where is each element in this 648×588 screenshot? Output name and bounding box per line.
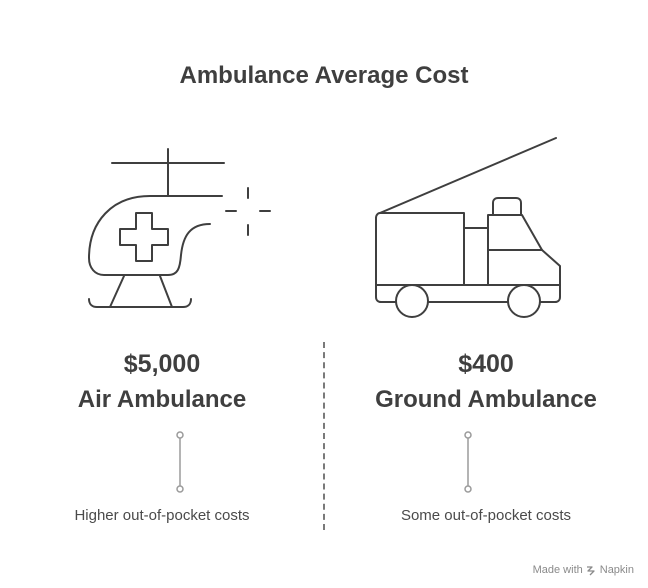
air-ambulance-column: $5,000 Air Ambulance Higher out-of-pocke… (74, 148, 271, 524)
ground-connector (464, 431, 472, 493)
helicopter-icon (88, 148, 271, 308)
air-connector (176, 431, 184, 493)
page-title: Ambulance Average Cost (179, 62, 469, 89)
ground-ambulance-label: Ground Ambulance (375, 386, 597, 413)
ground-ambulance-column: $400 Ground Ambulance Some out-of-pocket… (324, 0, 648, 588)
air-ambulance-label: Air Ambulance (77, 386, 247, 413)
air-ambulance-description: Higher out-of-pocket costs (74, 507, 250, 524)
watermark-prefix: Made with (532, 564, 583, 576)
air-ambulance-price: $5,000 (123, 350, 201, 378)
ambulance-truck-icon (375, 137, 561, 318)
watermark: Made with Napkin (533, 564, 634, 576)
ground-ambulance-price: $400 (458, 350, 514, 378)
column-divider (323, 342, 325, 530)
watermark-brand: Napkin (599, 564, 634, 576)
ground-ambulance-description: Some out-of-pocket costs (400, 507, 572, 524)
napkin-logo-icon (586, 565, 595, 575)
